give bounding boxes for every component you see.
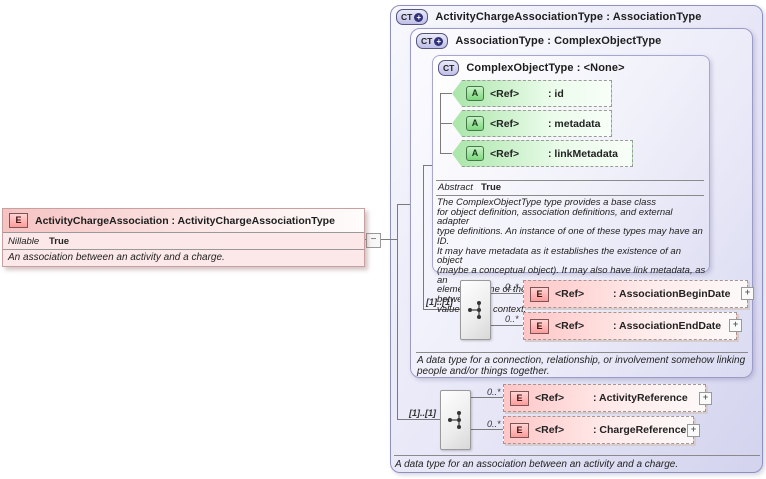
ct-badge-label: CT — [421, 36, 433, 46]
attribute-ref-label: <Ref> — [490, 117, 520, 130]
element-name-label: : ActivityReference — [593, 392, 688, 404]
complex-type-plus-icon[interactable]: CT+ — [416, 33, 449, 49]
outer-type-description: A data type for an association between a… — [395, 459, 679, 470]
attribute-icon: A — [466, 116, 484, 131]
ct-badge-label: CT — [443, 63, 455, 73]
divider — [416, 352, 748, 353]
divider — [436, 195, 704, 196]
element-box-header: E ActivityChargeAssociation : ActivityCh… — [3, 209, 364, 232]
element-icon: E — [530, 286, 549, 302]
expand-button[interactable]: + — [729, 319, 742, 332]
attribute-metadata[interactable]: A <Ref> : metadata — [452, 110, 612, 137]
element-ref-label: <Ref> — [555, 320, 585, 332]
sequence-icon — [460, 280, 491, 340]
attribute-name-label: : linkMetadata — [548, 147, 619, 160]
ct-badge-label: CT — [401, 12, 413, 22]
connector-line — [423, 165, 424, 310]
complex-object-type-description: The ComplexObjectType type provides a ba… — [437, 197, 706, 315]
attribute-name-label: : metadata — [548, 117, 601, 130]
element-activityreference[interactable]: E <Ref> : ActivityReference — [503, 384, 706, 412]
element-chargereference[interactable]: E <Ref> : ChargeReference — [503, 416, 694, 444]
element-ref-label: <Ref> — [535, 392, 565, 404]
association-type-header: CT+ AssociationType : ComplexObjectType — [416, 33, 661, 49]
abstract-value: True — [481, 182, 502, 193]
nillable-value: True — [49, 235, 70, 247]
complex-type-plus-icon[interactable]: CT+ — [396, 9, 429, 25]
nillable-label: Nillable — [8, 235, 40, 247]
attribute-ref-label: <Ref> — [490, 147, 520, 160]
connector-line — [397, 204, 398, 420]
association-type-title: AssociationType : ComplexObjectType — [455, 35, 662, 47]
attribute-id[interactable]: A <Ref> : id — [452, 80, 612, 107]
sequence-icon — [440, 390, 471, 450]
element-ref-label: <Ref> — [535, 424, 565, 436]
attribute-icon: A — [466, 146, 484, 161]
element-icon: E — [530, 318, 549, 334]
connector-line — [423, 165, 432, 166]
divider — [394, 455, 760, 456]
element-name-label: : ChargeReference — [593, 424, 687, 436]
complex-object-type-header: CT ComplexObjectType : <None> — [438, 60, 625, 76]
element-icon: E — [510, 390, 529, 406]
divider — [436, 180, 704, 181]
element-box-activitychargeassociation[interactable]: E ActivityChargeAssociation : ActivityCh… — [2, 208, 365, 267]
outer-type-header: CT+ ActivityChargeAssociationType : Asso… — [396, 9, 701, 25]
element-cardinality: 0..* — [505, 314, 519, 324]
attribute-tree-line — [441, 123, 453, 124]
complex-object-type-title: ComplexObjectType : <None> — [466, 62, 625, 74]
connector-line — [397, 419, 440, 420]
element-associationenddate[interactable]: E <Ref> : AssociationEndDate — [523, 312, 737, 340]
attribute-tree-line — [441, 153, 453, 154]
plus-icon: + — [414, 12, 424, 22]
connector-line — [469, 429, 503, 430]
expand-button[interactable]: + — [687, 424, 700, 437]
connector-line — [397, 204, 410, 205]
element-ref-label: <Ref> — [555, 288, 585, 300]
plus-icon: + — [434, 36, 444, 46]
element-cardinality: 0..* — [487, 419, 501, 429]
element-cardinality: 0..* — [487, 387, 501, 397]
expand-button[interactable]: + — [699, 392, 712, 405]
group-cardinality: [1]..[1] — [409, 408, 436, 418]
element-icon: E — [510, 422, 529, 438]
expand-button[interactable]: + — [741, 287, 754, 300]
attribute-icon: A — [466, 86, 484, 101]
group-cardinality: [1]..[1] — [426, 297, 453, 307]
collapse-toggle[interactable]: − — [366, 233, 381, 248]
element-name-label: : AssociationBeginDate — [613, 288, 731, 300]
complex-type-icon: CT — [438, 60, 460, 76]
attribute-name-label: : id — [548, 87, 564, 100]
attribute-tree-line — [440, 93, 441, 154]
connector-line — [489, 293, 523, 294]
attribute-linkmetadata[interactable]: A <Ref> : linkMetadata — [452, 140, 633, 167]
element-box-title: ActivityChargeAssociation : ActivityChar… — [35, 214, 335, 227]
element-description: An association between an activity and a… — [8, 252, 225, 263]
connector-line — [489, 325, 523, 326]
outer-type-title: ActivityChargeAssociationType : Associat… — [435, 11, 702, 23]
element-icon: E — [9, 213, 28, 228]
element-cardinality: 0..* — [505, 282, 519, 292]
nillable-row: Nillable True — [3, 232, 364, 250]
attribute-tree-line — [441, 93, 453, 94]
connector-line — [469, 397, 503, 398]
association-type-description: A data type for a connection, relationsh… — [417, 355, 746, 377]
connector-line — [423, 309, 460, 310]
element-name-label: : AssociationEndDate — [613, 320, 722, 332]
element-associationbegindate[interactable]: E <Ref> : AssociationBeginDate — [523, 280, 748, 308]
attribute-ref-label: <Ref> — [490, 87, 520, 100]
abstract-label: Abstract — [438, 182, 473, 193]
connector-line — [365, 239, 397, 240]
